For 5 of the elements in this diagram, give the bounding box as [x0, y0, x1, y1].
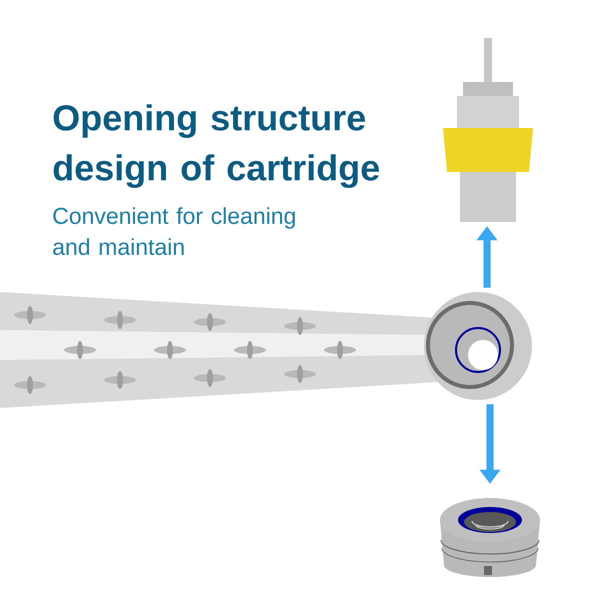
subtitle: Convenient for cleaning and maintain [53, 207, 295, 256]
cartridge-drawing [443, 38, 533, 222]
title: Opening structure design of cartridge [54, 104, 379, 188]
handpiece-drawing [0, 292, 532, 408]
cap-drawing [440, 498, 540, 577]
